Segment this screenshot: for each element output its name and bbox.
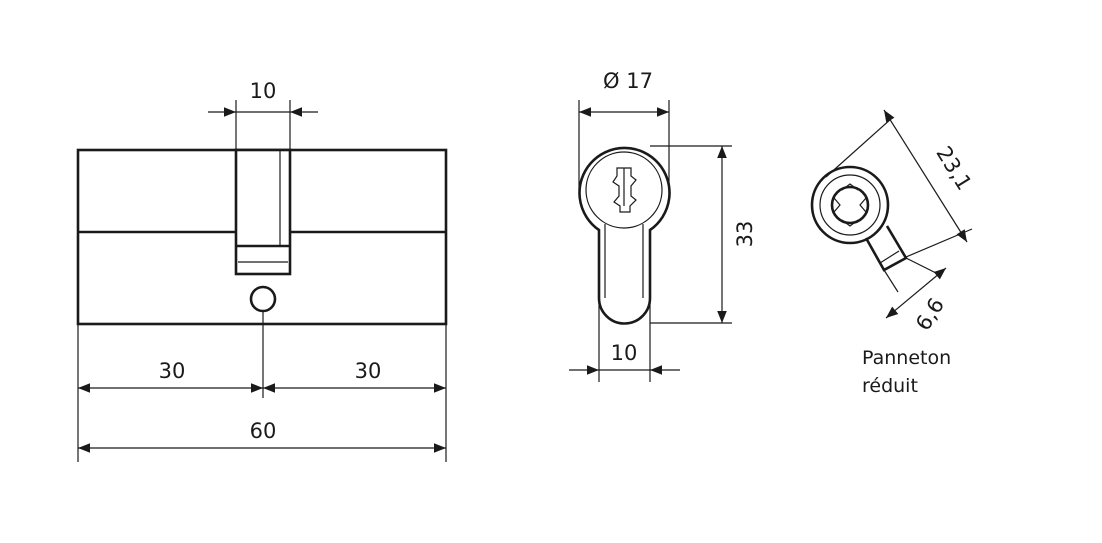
cam-width-label: 10 — [250, 79, 277, 103]
cam-outer-circle — [810, 165, 890, 245]
cam-shaft — [830, 185, 870, 225]
left-length-label: 30 — [159, 359, 186, 383]
fixing-hole — [249, 285, 277, 313]
cam-offset-label: 6,6 — [911, 294, 949, 335]
cam-detail-view: 23,1 6,6 Panneton réduit — [810, 109, 977, 397]
cam-diagonal-label: 23,1 — [931, 142, 976, 194]
right-length-label: 30 — [355, 359, 382, 383]
height-label: 33 — [733, 221, 757, 248]
cam-offset-dim-line — [885, 267, 947, 319]
cam-tab — [864, 225, 908, 272]
note-line-2: réduit — [862, 375, 918, 397]
total-length-label: 60 — [250, 419, 277, 443]
keyway — [612, 167, 637, 213]
front-view: Ø 17 33 10 — [569, 69, 757, 382]
cam-slot — [234, 148, 292, 276]
cam-diagonal-dim-line — [883, 109, 968, 243]
side-view: 10 30 30 60 — [76, 79, 448, 462]
diameter-label: Ø 17 — [603, 69, 653, 93]
note-line-1: Panneton — [862, 347, 951, 369]
profile-width-label: 10 — [611, 341, 638, 365]
